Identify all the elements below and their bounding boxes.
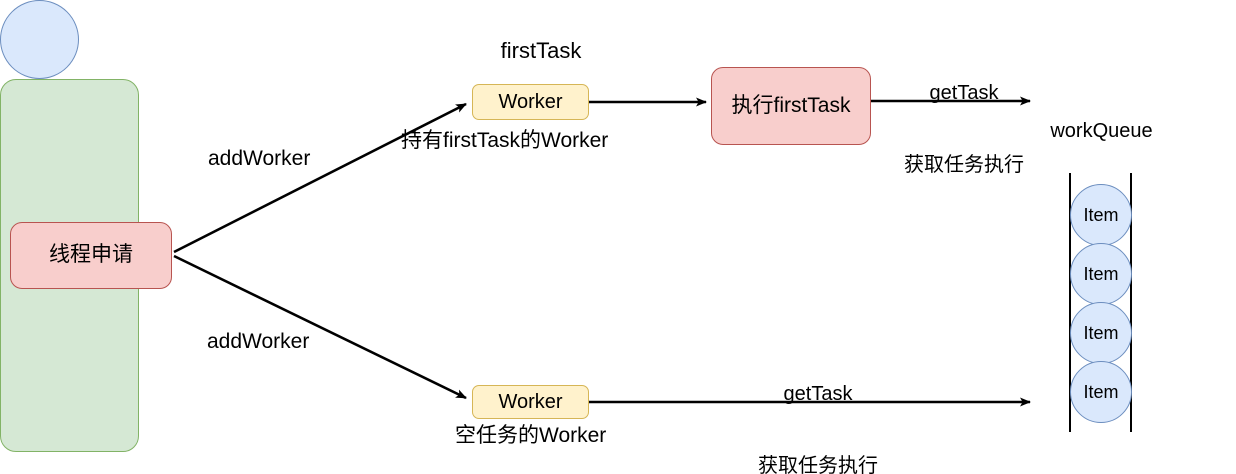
node-thread-request[interactable]: 线程申请 — [10, 222, 172, 289]
edge-add-worker-top — [173, 102, 467, 254]
queue-rail-left — [1069, 173, 1072, 432]
node-worker-empty-label: Worker — [498, 390, 563, 413]
edge-add-worker-bottom — [173, 254, 467, 400]
node-worker-with-first-task[interactable]: Worker — [472, 84, 589, 120]
edge-label-get-task-top-line2: 获取任务执行 — [904, 154, 1024, 176]
queue-item-label: Item — [1083, 322, 1119, 343]
queue-item-label: Item — [1083, 204, 1119, 225]
node-work-queue-label: workQueue — [1050, 120, 1153, 142]
edge-label-get-task-bottom: getTask 获取任务执行 — [714, 334, 922, 474]
node-worker-with-first-task-label: Worker — [498, 90, 563, 113]
edge-label-get-task-top-line1: getTask — [929, 82, 999, 104]
edge-label-get-task-top: getTask 获取任务执行 — [888, 33, 1040, 225]
node-execute-first-task[interactable]: 执行firstTask — [711, 67, 871, 145]
edge-label-empty-worker: 空任务的Worker — [455, 424, 607, 447]
queue-item[interactable]: Item — [1070, 243, 1132, 305]
queue-item[interactable]: Item — [1070, 302, 1132, 364]
queue-item[interactable]: Item — [1070, 184, 1132, 246]
edge-label-add-worker-bottom: addWorker — [207, 330, 310, 353]
queue-item-label: Item — [1083, 263, 1119, 284]
node-worker-empty[interactable]: Worker — [472, 385, 589, 419]
node-first-task-label: firstTask — [500, 38, 582, 63]
node-first-task-circle[interactable] — [0, 0, 79, 79]
edge-label-get-task-bottom-line1: getTask — [783, 383, 853, 405]
edge-label-add-worker-top: addWorker — [208, 147, 311, 170]
queue-item[interactable]: Item — [1070, 361, 1132, 423]
node-execute-first-task-label: 执行firstTask — [731, 93, 851, 117]
edge-label-holds-first-task: 持有firstTask的Worker — [401, 129, 609, 152]
node-thread-request-label: 线程申请 — [49, 243, 133, 267]
edge-label-get-task-bottom-line2: 获取任务执行 — [758, 455, 878, 474]
queue-item-label: Item — [1083, 381, 1119, 402]
queue-rail-right — [1130, 173, 1133, 432]
